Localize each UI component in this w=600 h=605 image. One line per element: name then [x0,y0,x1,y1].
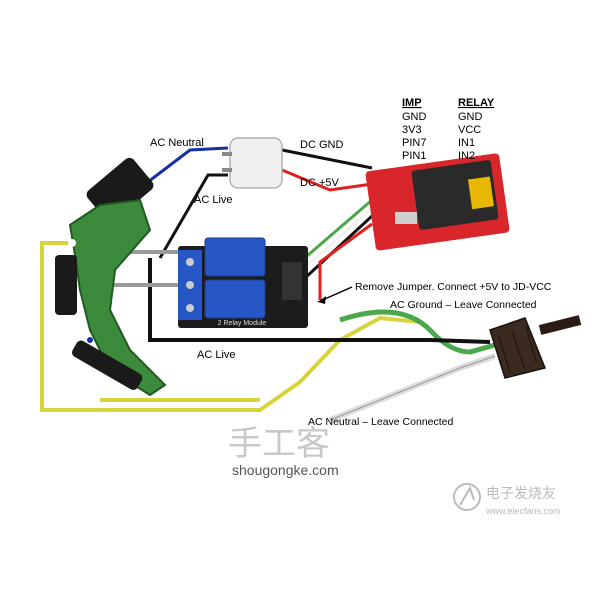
pin-table-row-3-imp: PIN1 [402,150,426,162]
sd-card-board [365,153,510,251]
watermark-elecfans-url: www.elecfans.com [485,506,561,516]
pin-table-row-2-imp: PIN7 [402,137,426,149]
jumper-arrow-head [318,296,326,304]
label-ac-neutral-bottom: AC Neutral – Leave Connected [308,416,453,428]
yellow-wire [40,241,421,412]
white-neutral-outline [329,355,496,421]
label-remove-jumper: Remove Jumper. Connect +5V to JD-VCC [355,281,552,293]
pin-table-header-relay: RELAY [458,97,495,109]
watermark-chinese: 手工客 [228,425,330,463]
power-cord [489,315,582,379]
pin-table-row-3-relay: IN2 [458,150,475,162]
pin-table-row-1-relay: VCC [458,124,481,136]
control-wire-white [301,206,373,272]
pin-table-row-2-relay: IN1 [458,137,475,149]
pin-table: IMP RELAY GND GND 3V3 VCC PIN7 IN1 PIN1 … [402,97,495,162]
label-ac-live-bottom: AC Live [197,349,236,361]
elecfans-logo [453,483,481,511]
watermark-site: shougongke.com [232,462,339,478]
pcb-board [55,157,167,397]
relay-module-label: 2 Relay Module [218,320,267,327]
relay-module: 2 Relay Module [178,237,308,328]
blue-neutral-wire [139,146,229,190]
watermark-elecfans-cn: 电子发烧友 [486,485,556,501]
label-ac-live-top: AC Live [194,194,233,206]
pin-table-row-1-imp: 3V3 [402,124,422,136]
green-ground-wire [339,309,496,355]
control-wire-green [299,198,373,264]
dc-gnd-wire [281,148,373,170]
dc-5v-wire [281,168,373,192]
label-dc-5v: DC +5V [300,177,339,189]
pin-table-row-0-relay: GND [458,111,483,123]
power-adapter [222,137,283,189]
black-live-wire-bottom [148,258,491,344]
label-ac-neutral-top: AC Neutral [150,137,204,149]
pin-table-row-0-imp: GND [402,111,427,123]
label-ac-ground: AC Ground – Leave Connected [390,299,537,311]
black-live-wire-top [158,173,228,259]
pin-table-header-imp: IMP [402,97,422,109]
label-dc-gnd: DC GND [300,139,343,151]
control-wire-red [318,222,373,300]
